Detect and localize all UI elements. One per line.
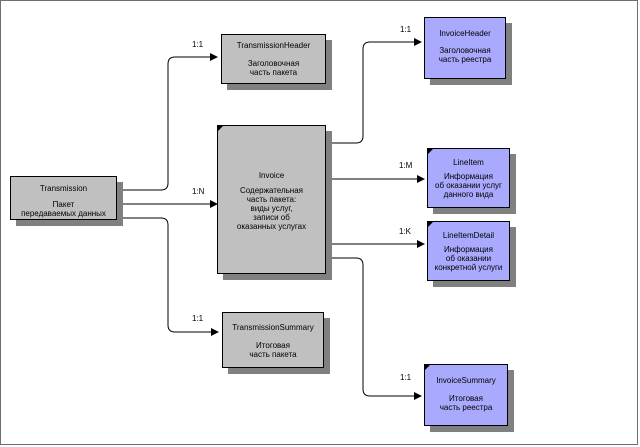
entity-description: Заголовочная часть пакета — [247, 59, 300, 77]
entity-description: Итоговая часть реестра — [439, 394, 493, 412]
connector-invoice-header — [326, 38, 422, 144]
entity-title: LineItem — [453, 158, 484, 167]
entity-invoice-header[interactable]: InvoiceHeader Заголовочная часть реестра — [424, 17, 506, 79]
entity-title: InvoiceHeader — [439, 29, 491, 38]
entity-description: Заголовочная часть реестра — [438, 46, 492, 64]
dependent-entity-marker — [427, 148, 434, 155]
cardinality-invoice: 1:N — [192, 187, 205, 196]
cardinality-transmission-header: 1:1 — [192, 40, 204, 49]
entity-line-item[interactable]: LineItem Информация об оказании услуг да… — [427, 148, 510, 208]
cardinality-line-item-detail: 1:K — [399, 227, 412, 236]
entity-description: Информация об оказании услуг данного вид… — [435, 172, 502, 199]
entity-description: Пакет передаваемых данных — [21, 200, 106, 218]
entity-transmission[interactable]: Transmission Пакет передаваемых данных — [10, 176, 117, 220]
entity-transmission-header[interactable]: TransmissionHeader Заголовочная часть па… — [221, 34, 326, 84]
entity-title: Transmission — [39, 184, 88, 193]
connector-invoice-summary — [326, 257, 422, 400]
entity-description: Содержательная часть пакета: виды услуг,… — [236, 186, 307, 231]
dependent-entity-marker — [424, 364, 431, 371]
entity-invoice[interactable]: Invoice Содержательная часть пакета: вид… — [217, 125, 326, 274]
entity-title: InvoiceSummary — [436, 376, 496, 385]
entity-title: LineItemDetail — [442, 231, 495, 240]
entity-title: Invoice — [258, 171, 285, 180]
entity-description: Информация об оказании конкретной услуги — [434, 245, 503, 272]
entity-title: TransmissionHeader — [236, 41, 311, 50]
dependent-entity-marker — [427, 221, 434, 228]
entity-description: Итоговая часть пакета — [249, 341, 297, 359]
entity-invoice-summary[interactable]: InvoiceSummary Итоговая часть реестра — [424, 364, 508, 426]
cardinality-invoice-header: 1:1 — [400, 25, 412, 34]
connector-transmission-header — [117, 53, 218, 191]
entity-transmission-summary[interactable]: TransmissionSummary Итоговая часть пакет… — [222, 312, 324, 368]
dependent-entity-marker — [217, 125, 224, 132]
cardinality-line-item: 1:M — [399, 161, 413, 170]
connector-transmission-summary — [117, 217, 219, 336]
cardinality-invoice-summary: 1:1 — [400, 373, 412, 382]
cardinality-transmission-summary: 1:1 — [192, 314, 204, 323]
entity-line-item-detail[interactable]: LineItemDetail Информация об оказании ко… — [427, 221, 510, 281]
entity-title: TransmissionSummary — [232, 323, 314, 332]
